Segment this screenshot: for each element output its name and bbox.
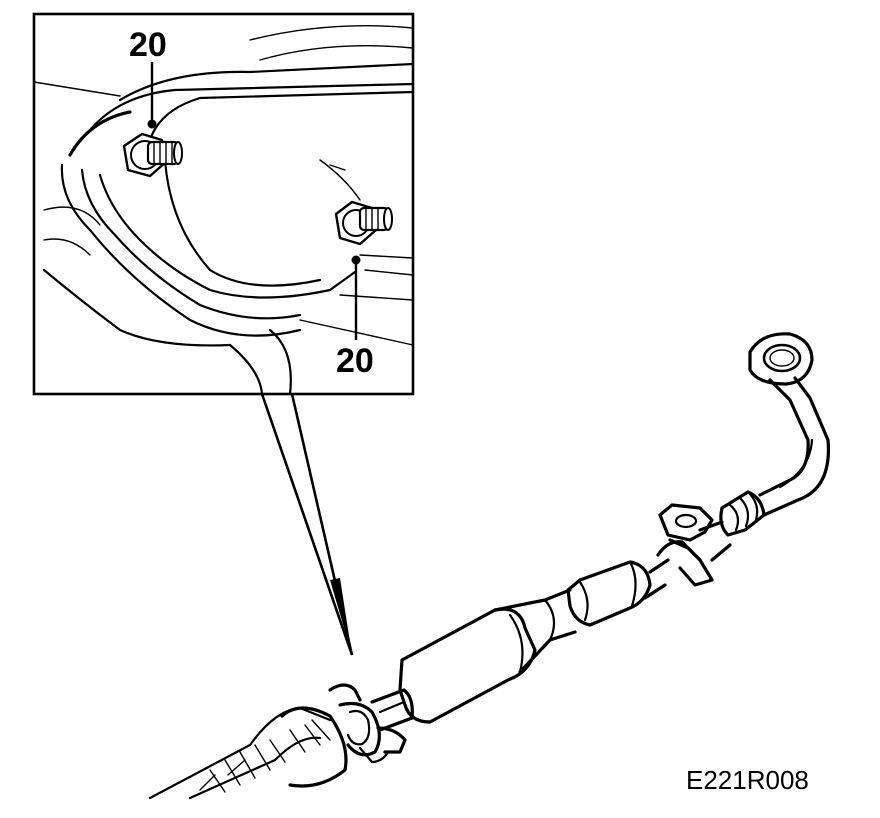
- manifold-rear-section: [148, 706, 348, 800]
- figure-code: E221R008: [686, 765, 809, 795]
- catalytic-converter: [398, 588, 577, 724]
- callout-label-upper: 20: [129, 26, 167, 64]
- upper-stud-nut: [122, 132, 183, 178]
- flex-joint: [719, 490, 766, 537]
- resonator: [566, 558, 670, 627]
- detail-inset: 20 20: [32, 12, 415, 396]
- mid-flange: [656, 503, 732, 587]
- lower-stud-nut: [334, 200, 393, 246]
- exhaust-assembly: [148, 332, 831, 800]
- top-flange: [748, 332, 814, 386]
- manifold-flange-drawing: [33, 25, 415, 396]
- down-pipe: [758, 376, 831, 517]
- callout-leader-upper: [147, 62, 157, 129]
- inset-pointer: [260, 393, 354, 656]
- callout-label-lower: 20: [336, 342, 374, 380]
- callout-leader-lower: [351, 255, 361, 340]
